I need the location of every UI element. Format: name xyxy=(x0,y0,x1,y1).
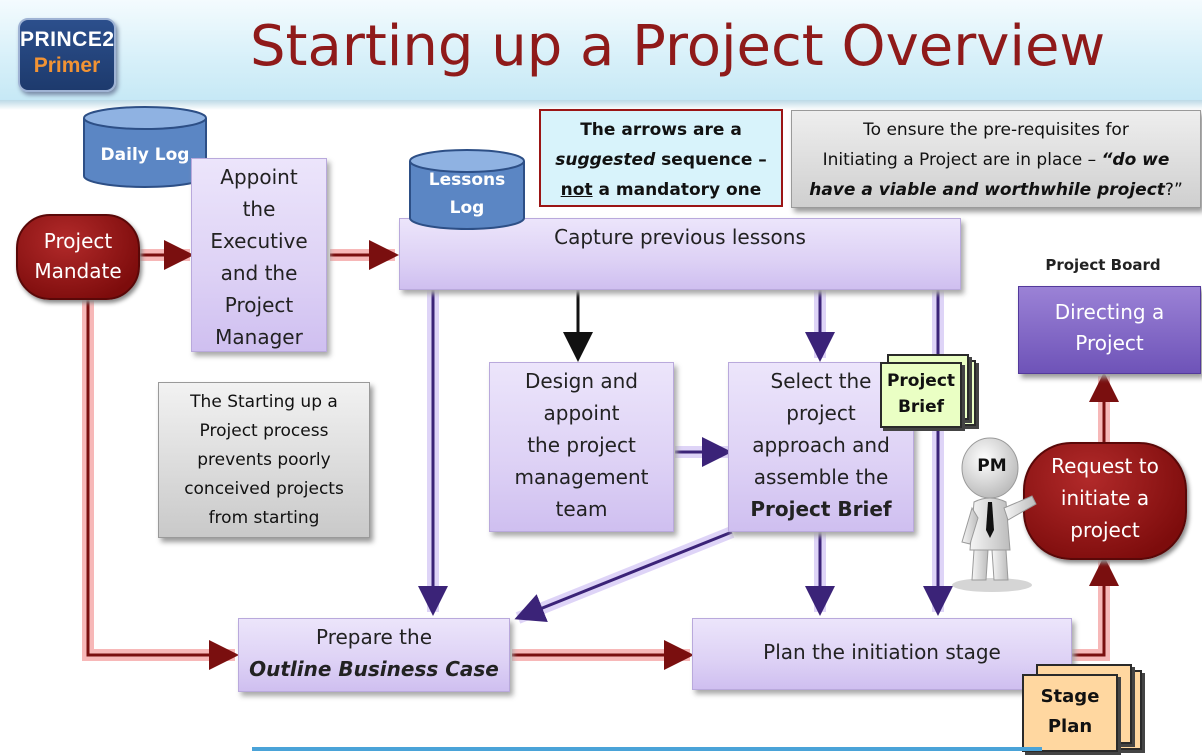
directing-a-project-box: Directing a Project xyxy=(1018,286,1201,374)
directing-line: Directing a xyxy=(1054,300,1165,324)
lessons-log-cylinder xyxy=(409,149,525,230)
select-approach-box: Select the project approach and assemble… xyxy=(728,362,914,532)
ensure-line2-text: Initiating a Project are in place – xyxy=(822,150,1102,170)
arrow-mandate-to-prepare xyxy=(86,300,239,670)
select-project-brief: Project Brief xyxy=(750,497,892,521)
project-manager-figure-icon xyxy=(952,437,1037,592)
stage-plan-document: Stage Plan xyxy=(1022,674,1118,752)
project-brief-line1: Project xyxy=(886,371,956,391)
select-line: Select the xyxy=(770,369,872,393)
capture-lessons-box: Capture previous lessons xyxy=(399,218,961,290)
plan-initiation-stage-box: Plan the initiation stage xyxy=(692,618,1072,690)
project-brief-line2: Brief xyxy=(897,397,945,417)
ensure-line3-question: have a viable and worthwhile project xyxy=(809,180,1165,200)
arrows-note-sequence: sequence – xyxy=(655,150,767,170)
stage-plan-line1: Stage xyxy=(1040,686,1100,707)
process-note-line: from starting xyxy=(208,508,320,528)
appoint-line: the xyxy=(242,197,276,221)
ensure-line1: To ensure the pre-requisites for xyxy=(863,120,1129,140)
design-line: the project xyxy=(527,433,636,457)
arrows-note-suggested: suggested xyxy=(555,150,656,170)
arrow-select-to-prepare xyxy=(514,530,733,622)
design-line: team xyxy=(555,497,608,521)
ensure-line2: Initiating a Project are in place – “do … xyxy=(792,145,1200,175)
header-band xyxy=(0,0,1202,108)
prepare-line1: Prepare the xyxy=(315,625,432,649)
project-board-label: Project Board xyxy=(1045,256,1161,274)
process-note-line: The Starting up a xyxy=(190,392,338,412)
arrows-note-line3: not a mandatory one xyxy=(541,175,781,205)
ensure-line3: have a viable and worthwhile project?” xyxy=(792,175,1200,205)
appoint-line: and the xyxy=(220,261,298,285)
logo-line1: PRINCE2 xyxy=(20,28,115,51)
prince2-primer-logo: PRINCE2 Primer xyxy=(18,18,116,92)
appoint-line: Project xyxy=(224,293,294,317)
prepare-line2: Outline Business Case xyxy=(249,657,499,681)
slide-title: Starting up a Project Overview xyxy=(250,14,1106,79)
appoint-line: Executive xyxy=(210,229,308,253)
select-line: approach and xyxy=(752,433,890,457)
design-line: Design and xyxy=(524,369,639,393)
request-initiate-node: Request to initiate a project xyxy=(1023,442,1187,560)
daily-log-cylinder xyxy=(83,106,207,188)
process-note-line: Project process xyxy=(199,421,329,441)
logo-line2: Primer xyxy=(33,54,101,77)
select-line: assemble the xyxy=(753,465,889,489)
lessons-log-label: Lessons Log xyxy=(406,166,528,222)
request-line: initiate a xyxy=(1060,486,1150,510)
arrows-note-line2: suggested sequence – xyxy=(541,145,781,175)
project-brief-document: Project Brief xyxy=(880,362,962,428)
ensure-line3-end: ?” xyxy=(1164,180,1183,200)
arrow-plan-to-request xyxy=(1072,556,1119,657)
appoint-line: Manager xyxy=(215,325,303,349)
process-prevents-note: The Starting up a Project process preven… xyxy=(158,382,370,538)
arrows-note-line1: The arrows are a xyxy=(580,120,742,140)
design-appoint-team-box: Design and appoint the project managemen… xyxy=(489,362,674,532)
arrows-note-not: not xyxy=(560,180,593,200)
appoint-executive-box: Appoint the Executive and the Project Ma… xyxy=(191,158,327,352)
bottom-rule xyxy=(252,747,1042,751)
pm-label: PM xyxy=(977,456,1007,476)
arrows-sequence-note: The arrows are a suggested sequence – no… xyxy=(539,109,783,207)
header-shadow xyxy=(0,100,1202,110)
daily-log-label: Daily Log xyxy=(100,145,190,165)
lessons-log-line2: Log xyxy=(449,198,485,218)
process-note-line: conceived projects xyxy=(184,479,344,499)
ensure-line2-quote: “do we xyxy=(1101,150,1170,170)
design-line: appoint xyxy=(543,401,620,425)
appoint-line: Appoint xyxy=(220,165,298,189)
stage-plan-line2: Plan xyxy=(1047,716,1093,737)
prerequisites-note: To ensure the pre-requisites for Initiat… xyxy=(791,110,1201,208)
prepare-business-case-box: Prepare the Outline Business Case xyxy=(238,618,510,692)
project-mandate-node: Project Mandate xyxy=(16,214,140,300)
request-line: project xyxy=(1070,518,1140,542)
directing-line: Project xyxy=(1075,331,1144,355)
arrows-note-mandatory: a mandatory one xyxy=(592,180,762,200)
design-line: management xyxy=(514,465,649,489)
mandate-line: Mandate xyxy=(34,259,122,283)
process-note-line: prevents poorly xyxy=(197,450,331,470)
select-line: project xyxy=(786,401,856,425)
request-line: Request to xyxy=(1051,454,1159,478)
mandate-line: Project xyxy=(43,229,113,253)
lessons-log-line1: Lessons xyxy=(428,170,506,190)
